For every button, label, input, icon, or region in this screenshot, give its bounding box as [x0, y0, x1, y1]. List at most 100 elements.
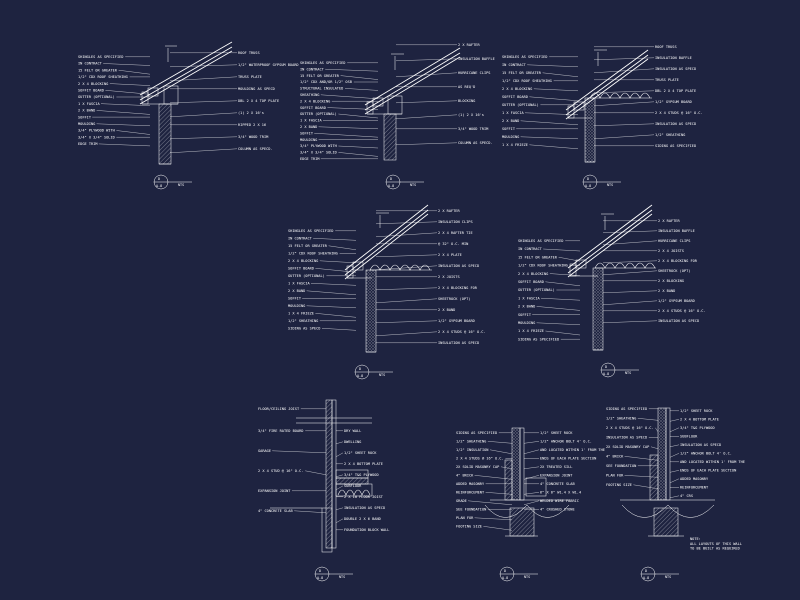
callout-label: FLOOR/CEILING JOIST — [258, 407, 300, 411]
leader-line — [338, 145, 379, 149]
leader-line — [529, 96, 579, 101]
callout-label: TRUSS PLATE — [238, 75, 262, 79]
callout-label: 3/4" T&G PLYWOOD — [680, 426, 715, 430]
callout-label: SUBFLOOR — [344, 484, 362, 488]
callout-label: 15 FELT OR GREATER — [502, 71, 542, 75]
callout-label: DOUBLE 2 X 6 BAND — [344, 517, 381, 521]
leader-line — [529, 144, 579, 149]
callout-label: MOULDING — [300, 138, 317, 142]
callout-label: (1) 2 X 16's — [458, 113, 484, 117]
leader-line — [536, 306, 581, 311]
leader-line — [169, 148, 238, 153]
leader-line — [395, 142, 458, 145]
callout-label: SOFFIT — [502, 127, 516, 131]
callout-label: 2 X BAND — [658, 289, 675, 293]
leader-line — [395, 100, 458, 103]
callout-label: TO BE BUILT AS REQUIRED — [690, 547, 740, 551]
callout-label: (1) 2 X 16's — [238, 111, 264, 115]
tag-scale: NTS — [339, 575, 345, 579]
leader-line — [602, 300, 658, 305]
callout-label: SHINGLES AS SPECIFIED — [518, 239, 563, 243]
leader-line — [524, 112, 579, 115]
tag-letter: D — [605, 365, 607, 369]
tag-number: A-8 — [585, 184, 591, 188]
callout-label: 4" CRS — [680, 494, 693, 498]
callout-label: MOULDING — [288, 304, 305, 308]
callout-label: IN CONTRACT — [518, 247, 543, 251]
callout-label: IN CONTRACT — [300, 67, 325, 71]
callout-label: 2 X 4 BOTTOM PLATE — [344, 462, 383, 466]
tag-letter: D — [359, 367, 361, 371]
leader-line — [169, 100, 238, 103]
leader-line — [313, 238, 357, 241]
callout-label: 2 X 4 RAFTER TIE — [438, 231, 473, 235]
callout-label: EXPANSION JOINT — [540, 474, 573, 478]
tag-scale: NTS — [524, 575, 530, 579]
leader-line — [310, 283, 357, 286]
callout-label: 1/2" CDX ROOF SHEATHING — [78, 75, 128, 79]
callout-label: 1 X 4 FRIEZE — [502, 143, 528, 147]
callout-label: INSULATION CLIPS — [438, 220, 473, 224]
leader-line — [549, 273, 581, 276]
callout-label: ADDED MASONRY — [456, 482, 485, 486]
tag-scale: NTS — [607, 183, 613, 187]
callout-label: INSULATION BAFFLE — [655, 56, 692, 60]
callout-label: 2 X 4 PLATE — [438, 253, 462, 257]
callout-label: 1/2" CDX ROOF SHEATHING — [518, 264, 568, 268]
tag-scale: NTS — [379, 373, 385, 377]
callout-label: GARAGE — [258, 449, 271, 453]
leader-line — [272, 450, 327, 453]
callout-label: REINFORCEMENT — [680, 486, 709, 490]
callout-label: MOULDING — [78, 122, 95, 126]
callout-label: 2 X 4 BLOCKING — [502, 87, 532, 91]
callout-label: 1/2" CDX ROOF SHEATHING — [288, 252, 338, 256]
leader-line — [520, 136, 579, 139]
leader-line — [669, 419, 680, 422]
callout-label: SUBFLOOR — [680, 435, 698, 439]
leader-line — [98, 143, 151, 147]
leader-line — [474, 517, 513, 520]
callout-label: SIDING AS SPECIFIED — [518, 337, 559, 341]
leader-line — [109, 83, 151, 86]
leader-line — [395, 114, 458, 119]
leader-line — [593, 90, 655, 93]
leader-line — [669, 495, 680, 498]
callout-label: SOFFIT BOARD — [300, 106, 326, 110]
leader-line — [593, 57, 655, 60]
leader-line — [327, 107, 379, 110]
tag-scale: NTS — [410, 183, 416, 187]
tag-number: A-8 — [643, 576, 649, 580]
callout-label: 1/2" ANCHOR BOLT 4' O.C. — [540, 440, 592, 444]
leader-line — [602, 230, 658, 233]
leader-line — [105, 90, 151, 95]
callout-label: GUTTER (OPTIONAL) — [78, 95, 115, 99]
callout-label: HURRICANE CLIPS — [458, 71, 490, 75]
callout-label: 3/4" PLYWOOD WITH — [78, 129, 115, 133]
callout-label: 2 X BLOCKING — [658, 279, 684, 283]
leader-line — [669, 453, 680, 458]
callout-label: FOOTING SIZE — [606, 483, 632, 487]
callout-label: INSULATION AS SPECD — [438, 264, 479, 268]
leader-line — [338, 152, 379, 157]
leader-line — [593, 134, 655, 139]
callout-label: 3/4" X 3/4" SOLID — [78, 135, 115, 139]
leader-line — [520, 120, 579, 125]
callout-label: 2 X BAND — [288, 289, 305, 293]
leader-line — [319, 260, 357, 263]
callout-label: FOUNDATION BLOCK WALL — [344, 528, 389, 532]
leader-line — [523, 475, 540, 480]
leader-line — [602, 260, 658, 263]
callout-label: ROOF TRUSS — [238, 51, 260, 55]
callout-label: 3/4" FIRE RATED BOARD — [258, 429, 303, 433]
callout-label: 2 X 4 BLOCKING — [518, 272, 548, 276]
callout-label: 6" X 6" W1.4 X W1.4 — [540, 491, 581, 495]
leader-line — [633, 484, 659, 489]
callout-label: 15 FELT OR GREATER — [288, 244, 328, 248]
callout-label: 1 X FASCIA — [288, 282, 310, 286]
callout-label: SOFFIT — [300, 131, 314, 135]
callout-label: SIDING AS SPECIFIED — [456, 431, 497, 435]
leader-line — [474, 475, 513, 480]
